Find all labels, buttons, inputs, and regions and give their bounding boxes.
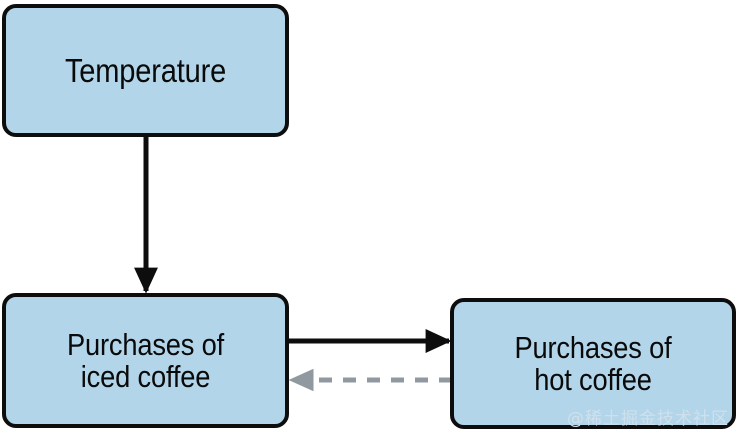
node-iced-coffee-label: Purchases of iced coffee — [66, 326, 225, 394]
node-temperature[interactable]: Temperature — [2, 4, 289, 137]
node-iced-coffee[interactable]: Purchases of iced coffee — [2, 293, 289, 428]
node-hot-coffee-label: Purchases of hot coffee — [514, 329, 672, 397]
node-temperature-label: Temperature — [64, 51, 227, 89]
node-hot-coffee[interactable]: Purchases of hot coffee — [450, 298, 736, 429]
